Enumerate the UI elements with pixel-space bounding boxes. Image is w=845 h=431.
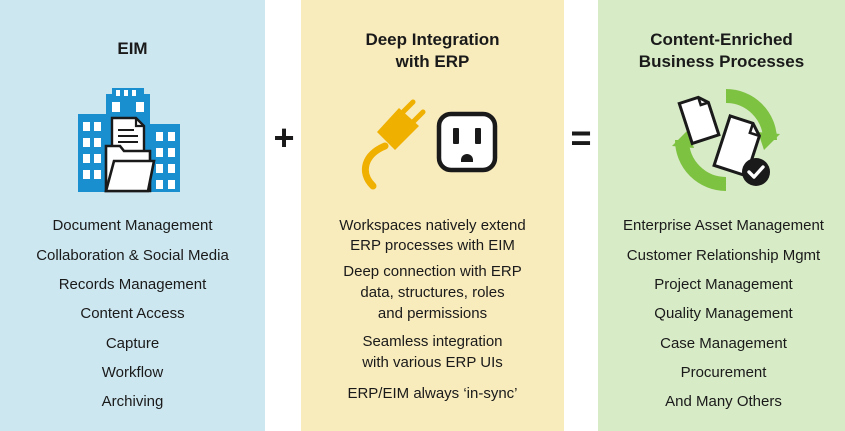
list-item: And Many Others — [665, 393, 782, 410]
list-item: Enterprise Asset Management — [623, 217, 824, 234]
list-item: Workflow — [101, 364, 164, 381]
plus-operator: + — [273, 117, 295, 158]
list-item: Workspaces natively extend — [339, 217, 526, 234]
recycle-documents-checkmark-icon — [672, 89, 780, 191]
office-building-document-folder-icon — [78, 88, 180, 193]
list-item: ERP processes with EIM — [350, 237, 515, 254]
list-item: Archiving — [101, 393, 164, 410]
list-item: Document Management — [52, 217, 213, 234]
list-item: and permissions — [377, 305, 488, 322]
list-item: Seamless integration — [362, 333, 503, 350]
integration-panel: Deep Integration with ERP Workspaces nat… — [301, 0, 564, 431]
list-item: Procurement — [680, 364, 767, 381]
list-item: Quality Management — [654, 305, 793, 322]
business-processes-panel: Content-Enriched Business Processes Ente… — [598, 0, 845, 431]
list-item: Capture — [105, 335, 160, 352]
list-item: Project Management — [654, 276, 793, 293]
list-item: data, structures, roles — [360, 284, 505, 301]
business-processes-title: Content-Enriched Business Processes — [638, 30, 805, 71]
eim-title: EIM — [117, 39, 148, 58]
list-item: Collaboration & Social Media — [36, 247, 229, 264]
power-plug-outlet-icon — [361, 99, 498, 190]
list-item: Case Management — [660, 335, 787, 352]
list-item: Customer Relationship Mgmt — [626, 247, 821, 264]
list-item: ERP/EIM always ‘in-sync’ — [347, 385, 518, 402]
list-item: with various ERP UIs — [362, 354, 503, 371]
equals-operator: = — [570, 117, 592, 158]
list-item: Deep connection with ERP — [343, 263, 522, 280]
list-item: Records Management — [58, 276, 207, 293]
eim-panel: EIM Document Management Collaboration & … — [0, 0, 265, 431]
list-item: Content Access — [80, 305, 185, 322]
integration-title: Deep Integration with ERP — [365, 30, 500, 71]
